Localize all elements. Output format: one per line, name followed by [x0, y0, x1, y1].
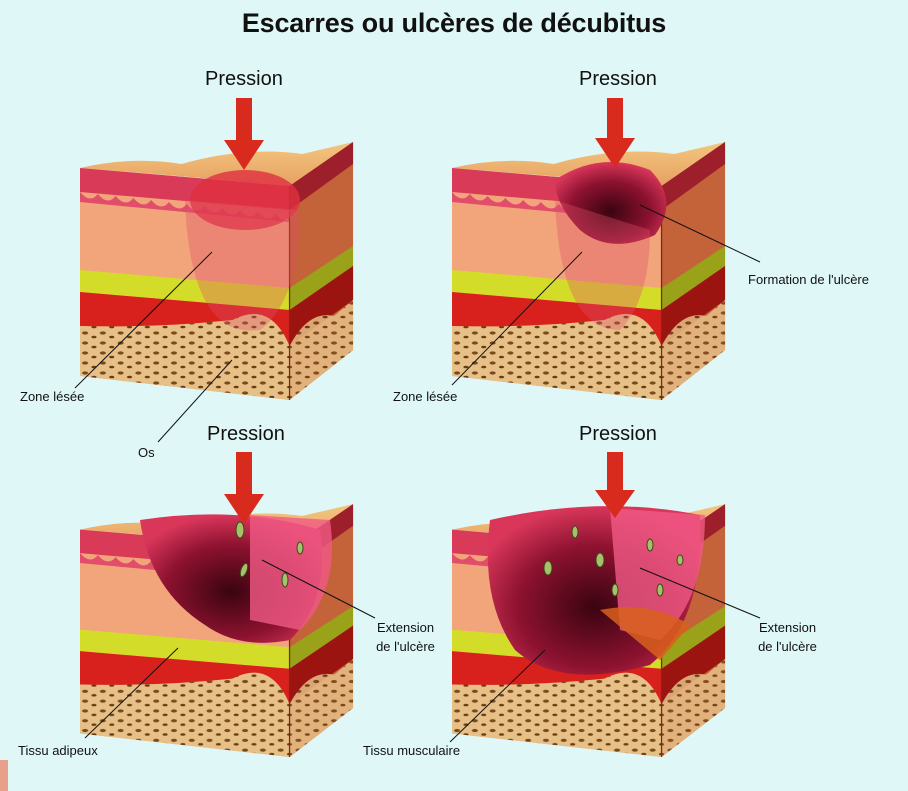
panel-stage4 — [450, 452, 760, 757]
panel-stage1 — [75, 98, 353, 442]
corner-decoration — [0, 760, 8, 791]
pressure-label: Pression — [579, 68, 657, 91]
pressure-label: Pression — [579, 423, 657, 446]
pressure-arrow-icon — [224, 452, 264, 524]
panel-stage2 — [452, 98, 760, 400]
callout-tissu-adipeux: Tissu adipeux — [18, 741, 98, 760]
pressure-label: Pression — [207, 423, 285, 446]
callout-formation-ulcere: Formation de l'ulcère — [748, 270, 869, 289]
callout-extension-ulcere: Extension de l'ulcère — [368, 618, 443, 656]
callout-tissu-musculaire: Tissu musculaire — [363, 741, 460, 760]
callout-extension-ulcere: Extension de l'ulcère — [750, 618, 825, 656]
panel-stage3 — [80, 452, 375, 757]
pressure-label: Pression — [205, 68, 283, 91]
callout-zone-lesee: Zone lésée — [20, 387, 84, 406]
callout-os: Os — [138, 443, 155, 462]
callout-zone-lesee: Zone lésée — [393, 387, 457, 406]
